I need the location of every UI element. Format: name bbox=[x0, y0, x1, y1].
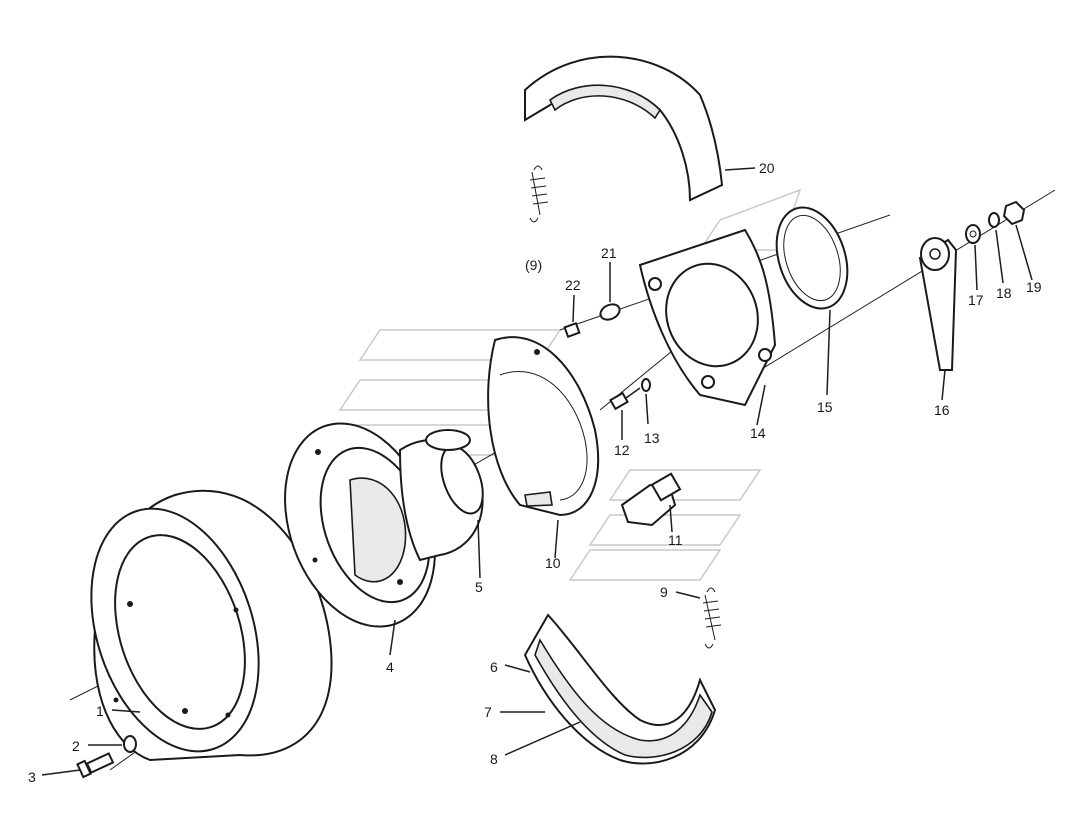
drum-washer bbox=[123, 735, 137, 753]
callout-5: 5 bbox=[475, 579, 483, 595]
lock-washer bbox=[988, 212, 1000, 228]
plug-21 bbox=[599, 303, 621, 321]
small-bolt bbox=[609, 387, 641, 411]
plug-22 bbox=[563, 321, 581, 339]
callout-20: 20 bbox=[759, 160, 775, 176]
brake-lever bbox=[918, 237, 958, 371]
dust-shield bbox=[487, 336, 600, 517]
callout-19: 19 bbox=[1026, 279, 1042, 295]
callout-12: 12 bbox=[614, 442, 630, 458]
leader-lines bbox=[41, 167, 1033, 776]
callout-8: 8 bbox=[490, 751, 498, 767]
callout-9-paren: (9) bbox=[525, 257, 542, 273]
callout-15: 15 bbox=[817, 399, 833, 415]
callout-10: 10 bbox=[545, 555, 561, 571]
callout-2: 2 bbox=[72, 738, 80, 754]
callout-3: 3 bbox=[28, 769, 36, 785]
callout-11: 11 bbox=[668, 532, 683, 548]
lever-washer bbox=[965, 224, 981, 244]
callout-16: 16 bbox=[934, 402, 950, 418]
upper-brake-shoe bbox=[524, 55, 724, 202]
hub-flange bbox=[284, 422, 436, 628]
callout-7: 7 bbox=[484, 704, 492, 720]
lower-return-spring bbox=[702, 587, 722, 649]
callout-21: 21 bbox=[601, 245, 617, 261]
brake-drum bbox=[90, 489, 333, 762]
lever-nut bbox=[1002, 200, 1026, 226]
callout-1: 1 bbox=[96, 703, 104, 719]
upper-return-spring bbox=[529, 165, 549, 223]
small-lock-washer bbox=[641, 378, 651, 392]
drum-bolt bbox=[76, 752, 115, 779]
lower-brake-shoe bbox=[523, 613, 717, 765]
callout-14: 14 bbox=[750, 425, 766, 441]
wheel-hub bbox=[398, 429, 484, 562]
callout-18: 18 bbox=[996, 285, 1012, 301]
callout-22: 22 bbox=[565, 277, 581, 293]
callout-17: 17 bbox=[968, 292, 984, 308]
callout-9: 9 bbox=[660, 584, 668, 600]
callout-6: 6 bbox=[490, 659, 498, 675]
backing-plate bbox=[638, 228, 777, 407]
callout-labels: 1 2 3 4 5 6 7 8 9 (9) 10 11 12 13 14 15 … bbox=[28, 160, 1042, 785]
callout-13: 13 bbox=[644, 430, 660, 446]
callout-4: 4 bbox=[386, 659, 394, 675]
seal-ring bbox=[775, 206, 849, 310]
adjuster-assembly bbox=[620, 472, 682, 527]
